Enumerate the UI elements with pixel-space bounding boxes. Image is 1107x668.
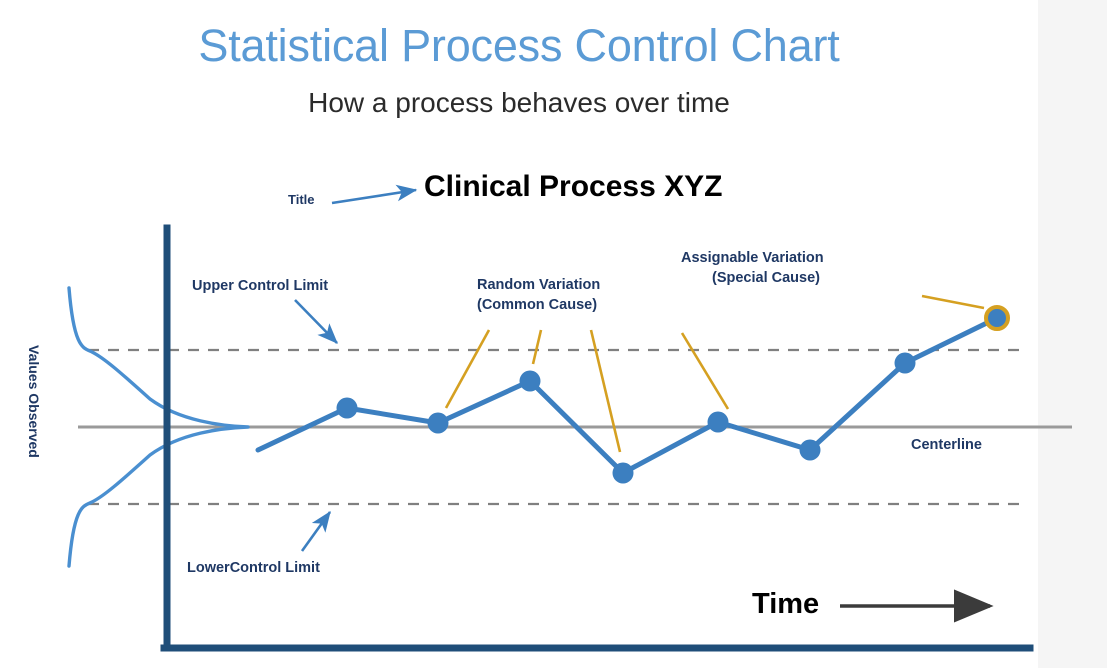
- annotation-upper-control-limit: Upper Control Limit: [192, 278, 329, 294]
- leader-line-assignable-variation-a: [680, 332, 730, 410]
- x-axis-label: Time: [752, 588, 820, 620]
- leader-line-random-variation-c: [589, 329, 622, 453]
- data-point-marker[interactable]: [612, 462, 634, 484]
- slide-subtitle: How a process behaves over time: [308, 87, 730, 118]
- normal-distribution-curve: [67, 286, 250, 568]
- leader-line-random-variation-b: [531, 329, 543, 365]
- data-point-marker[interactable]: [799, 439, 821, 461]
- data-point-marker[interactable]: [519, 370, 541, 392]
- leader-line-lower-control-limit: [300, 510, 332, 552]
- data-point-marker[interactable]: [894, 352, 916, 374]
- leader-line-upper-control-limit: [294, 299, 338, 344]
- chart-heading: Clinical Process XYZ: [424, 170, 723, 203]
- data-point-marker[interactable]: [336, 397, 358, 419]
- annotation-random-variation-line2: (Common Cause): [477, 297, 598, 313]
- slide-title: Statistical Process Control Chart: [198, 20, 840, 71]
- annotation-lower-control-limit: LowerControl Limit: [187, 560, 320, 576]
- annotation-title-callout: Title: [288, 192, 315, 207]
- annotation-assignable-variation-line2: (Special Cause): [712, 270, 820, 286]
- right-margin-strip: [1038, 0, 1107, 668]
- data-point-marker[interactable]: [707, 411, 729, 433]
- leader-line-random-variation-a: [444, 329, 491, 409]
- annotation-assignable-variation-line1: Assignable Variation: [681, 250, 824, 266]
- annotation-centerline: Centerline: [911, 437, 982, 453]
- annotation-random-variation-line1: Random Variation: [477, 277, 601, 293]
- leader-line-assignable-variation-b: [921, 294, 985, 310]
- data-point-marker-special-cause[interactable]: [984, 305, 1010, 331]
- leader-line-title: [331, 184, 418, 205]
- data-series-line: [255, 315, 1000, 476]
- data-point-marker[interactable]: [427, 412, 449, 434]
